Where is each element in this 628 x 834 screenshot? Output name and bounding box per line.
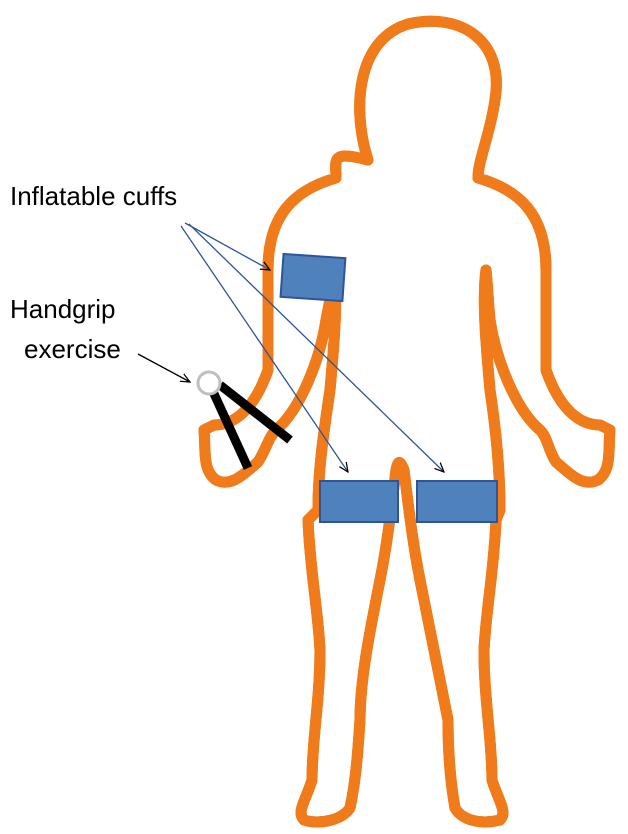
arrow-to-arm-cuff — [185, 223, 270, 270]
arm-cuff — [281, 254, 346, 301]
label-handgrip: Handgrip — [10, 294, 116, 324]
label-exercise: exercise — [24, 334, 121, 364]
label-inflatable-cuffs: Inflatable cuffs — [10, 181, 177, 211]
arrow-to-handgrip — [138, 354, 190, 382]
handgrip-ring — [198, 372, 220, 394]
right-thigh-cuff — [417, 481, 497, 522]
left-thigh-cuff — [320, 481, 398, 522]
inflatable-cuffs — [281, 254, 497, 522]
